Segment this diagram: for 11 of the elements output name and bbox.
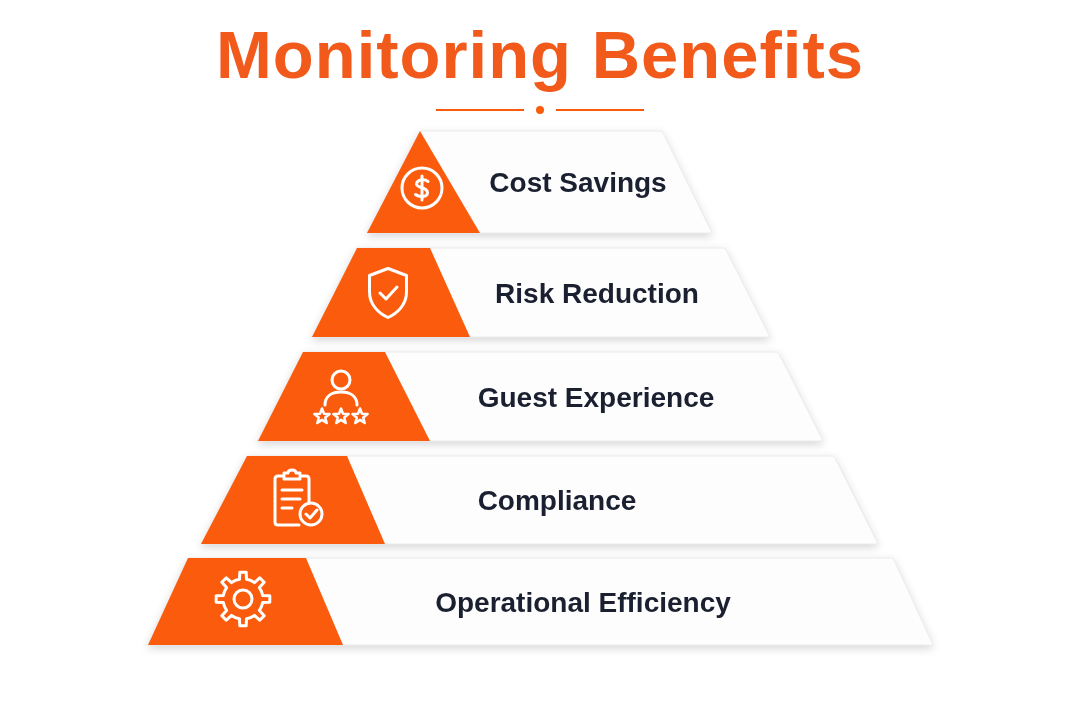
pyramid-tier (367, 131, 712, 233)
tier-label: Risk Reduction (495, 276, 699, 309)
tier-label: Cost Savings (489, 165, 667, 199)
pyramid-tier (148, 558, 933, 645)
title: Monitoring Benefits (216, 18, 864, 92)
tier-label: Guest Experience (477, 380, 715, 413)
pyramid-tier (201, 456, 878, 544)
tier-label: Compliance (477, 483, 637, 517)
tier-label: Operational Efficiency (435, 585, 731, 618)
pyramid-tier (312, 248, 770, 337)
pyramid-tier (258, 352, 823, 441)
